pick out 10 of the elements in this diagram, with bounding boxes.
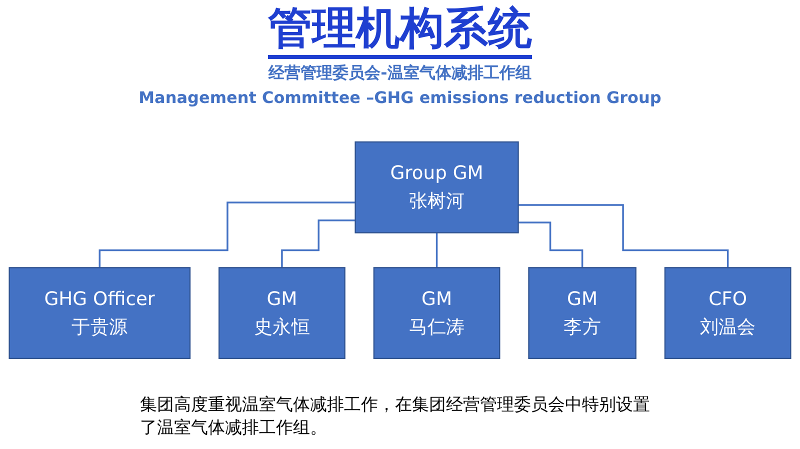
role-box: GHG Officer 于贵源: [8, 266, 191, 359]
caption: 集团高度重视温室气体减排工作，在集团经营管理委员会中特别设置了温室气体减排工作组。: [140, 394, 651, 439]
role-box: GM 马仁涛: [373, 266, 500, 359]
role-box: Group GM 张树河: [354, 140, 519, 233]
title: 管理机构系统: [268, 4, 532, 59]
role-box: CFO 刘温会: [664, 266, 792, 359]
role-box: GM 史永恒: [218, 266, 346, 359]
role-box: GM 李方: [528, 266, 636, 359]
subtitle-english: Management Committee –GHG emissions reduction Group: [138, 88, 662, 107]
subtitle: 经营管理委员会-温室气体减排工作组: [267, 62, 532, 84]
